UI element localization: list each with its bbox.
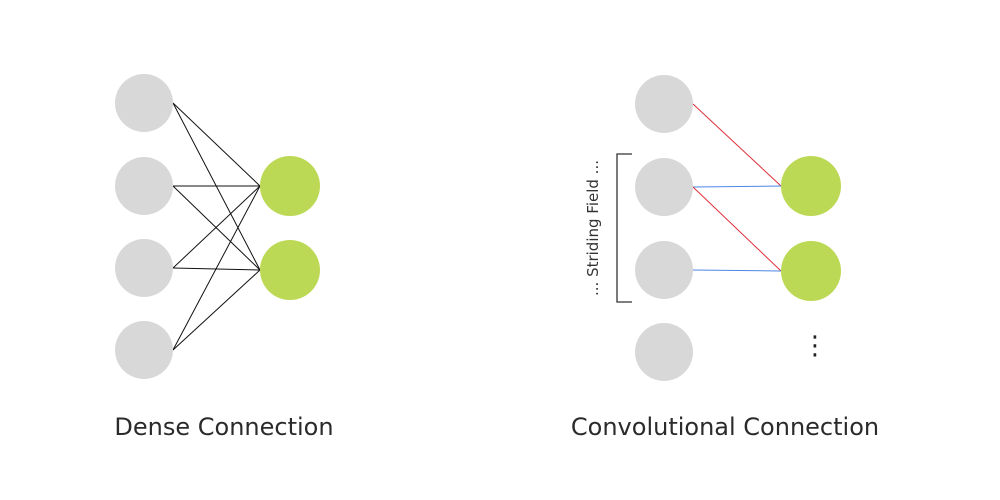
continuation-ellipsis: ⋮ — [802, 331, 828, 361]
striding-field-bracket — [616, 153, 632, 303]
dense-input-node-3 — [115, 239, 173, 297]
convolutional-connection-caption: Convolutional Connection — [570, 413, 880, 441]
dense-output-node-1 — [260, 156, 320, 216]
conv-output-node-2 — [781, 241, 841, 301]
dense-edge-1-1 — [172, 102, 261, 187]
dense-input-node-1 — [115, 74, 173, 132]
dense-edge-4-2 — [172, 269, 261, 351]
conv-output-node-1 — [781, 156, 841, 216]
dense-edge-2-2 — [172, 185, 261, 271]
dense-input-node-4 — [115, 321, 173, 379]
conv-input-node-4 — [635, 323, 693, 381]
dense-edge-4-1 — [172, 185, 261, 351]
conv-input-node-1 — [635, 75, 693, 133]
conv-edge-2-2 — [692, 186, 782, 272]
dense-output-node-2 — [260, 240, 320, 300]
convolutional-network: ... Striding Field ... ⋮ — [584, 75, 841, 381]
dense-network — [115, 74, 320, 379]
conv-edge-1-1 — [692, 103, 782, 187]
conv-input-node-3 — [635, 241, 693, 299]
conv-edge-2-1 — [692, 185, 782, 188]
striding-field-label: ... Striding Field ... — [584, 160, 602, 296]
dense-input-node-2 — [115, 157, 173, 215]
conv-edge-3-2 — [692, 269, 782, 272]
dense-connection-caption: Dense Connection — [114, 413, 334, 441]
conv-input-node-2 — [635, 158, 693, 216]
dense-edge-3-1 — [172, 185, 261, 269]
